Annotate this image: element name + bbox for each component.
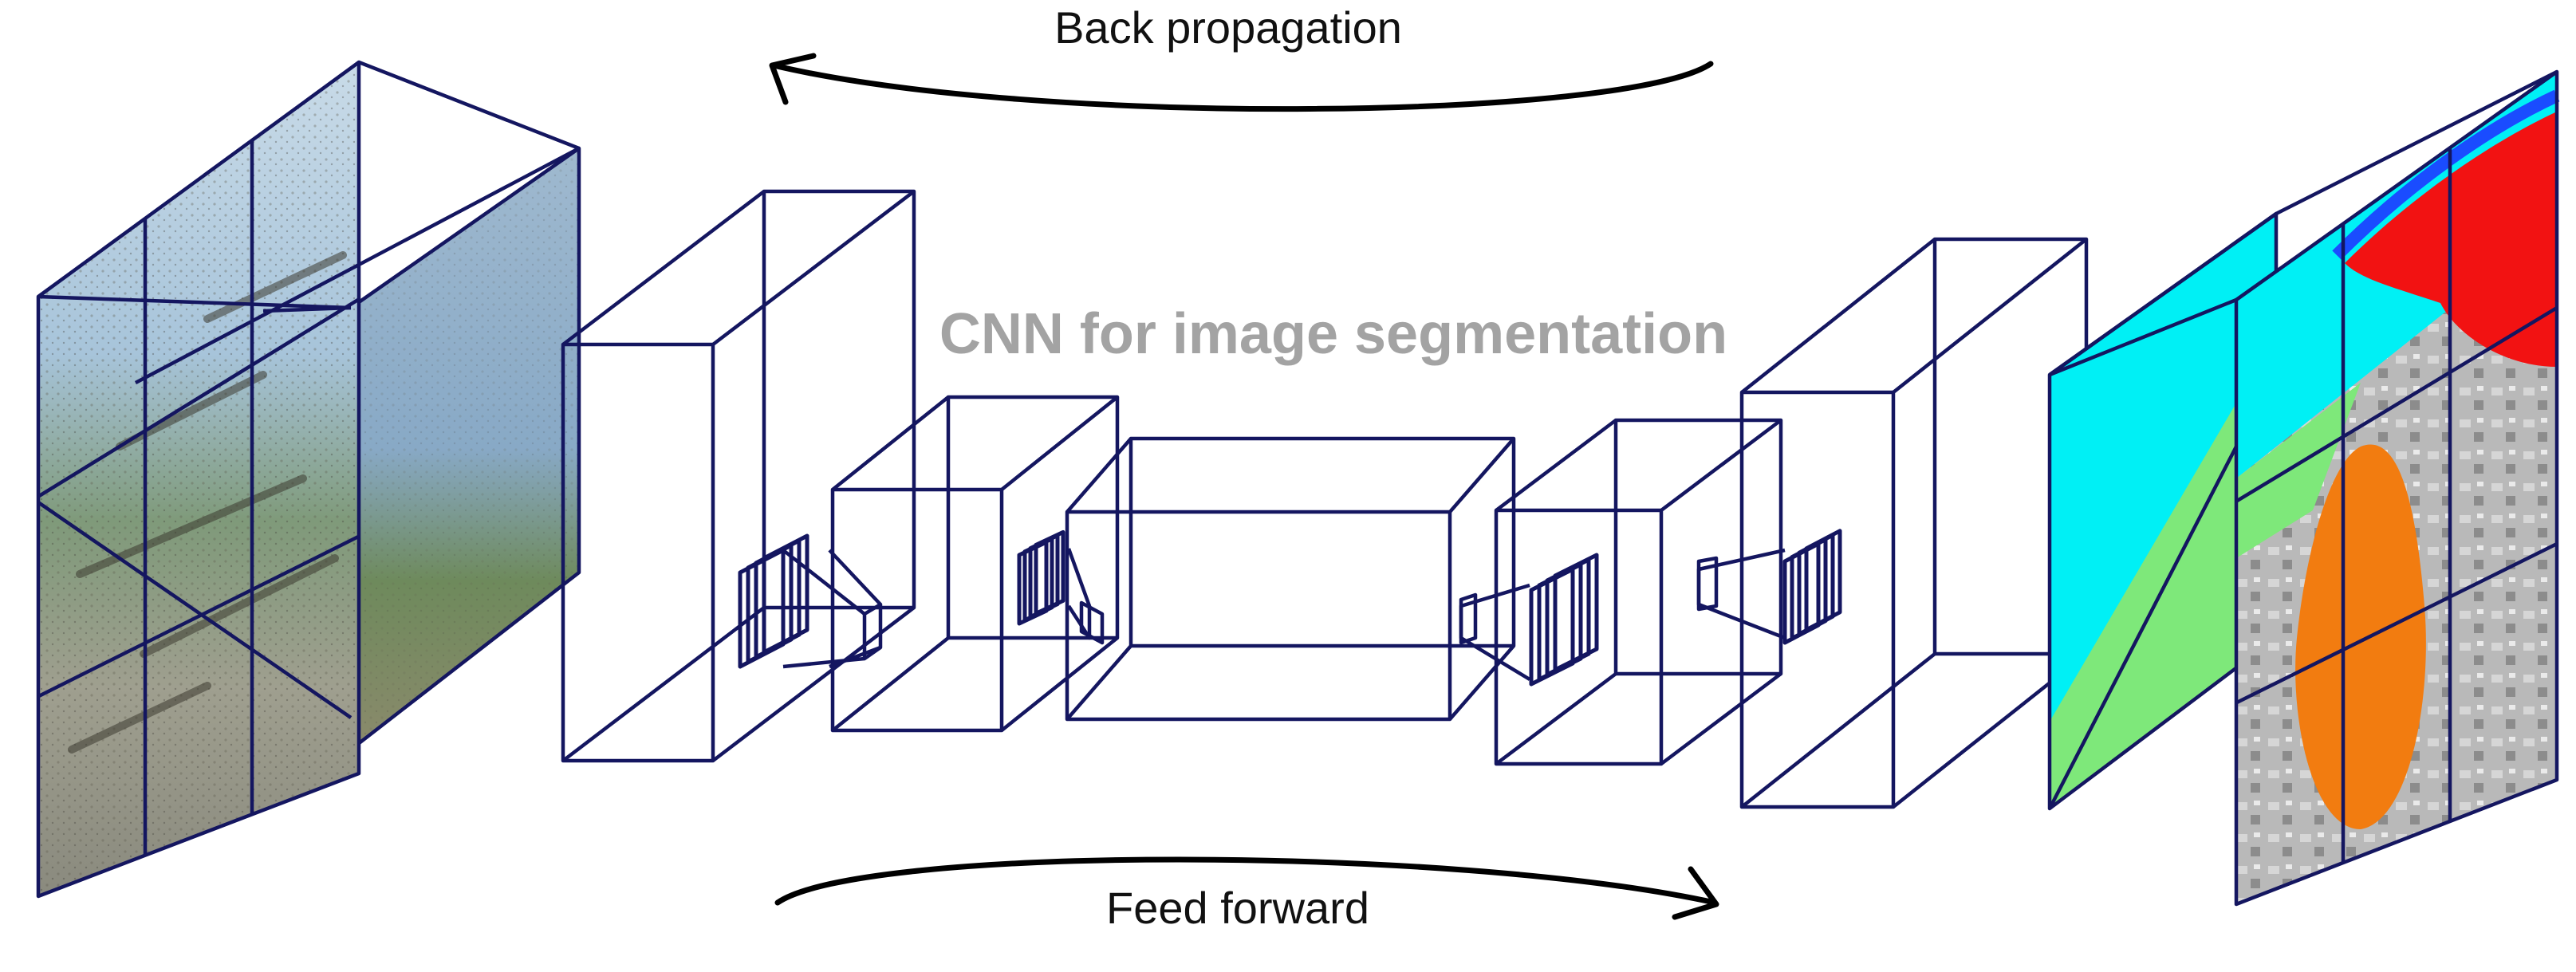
input-back-texture: [351, 148, 579, 750]
output-projection-line: [2275, 69, 2558, 216]
kernel-2: [1017, 529, 1065, 626]
output-projection-line: [2048, 445, 2238, 810]
bottleneck-block-edge: [1448, 437, 1515, 514]
bottleneck-block-front-face: [1065, 510, 1452, 722]
kernel-4-target: [1696, 556, 1719, 612]
encoder-block-2-back-face: [946, 395, 1120, 640]
encoder-block-1-edge: [711, 190, 916, 346]
decoder-block-1-edge: [1495, 672, 1617, 765]
encoder-block-1-edge: [561, 606, 766, 762]
kernel-1-filter: [762, 533, 809, 655]
diagram-title: CNN for image segmentation: [939, 302, 1728, 366]
kernel-1: [738, 533, 809, 669]
input-gridline-h: [37, 297, 360, 498]
bottleneck-block-back-face: [1128, 436, 1516, 648]
encoder-block-2-edge: [1000, 395, 1119, 491]
decoder-block-1-edge: [1660, 419, 1782, 512]
feed-forward-arrowhead: [1672, 866, 1719, 920]
decoder-block-1-back-face: [1613, 418, 1783, 676]
encoder-block-2: [830, 395, 1120, 733]
encoder-block-1-edge: [711, 606, 916, 762]
kernel-1-projection-line: [828, 549, 882, 606]
encoder-block-1: [561, 189, 916, 763]
input-image-stack: [36, 60, 581, 899]
input-projection-line: [262, 305, 352, 313]
kernel-2-projection: [1066, 548, 1092, 640]
feed-forward-label: Feed forward: [1106, 883, 1369, 933]
seaweed-streak: [203, 251, 347, 323]
output-green-region: [2236, 383, 2361, 558]
kernel-3: [1529, 553, 1599, 687]
decoder-block-2-edge: [1740, 238, 1936, 394]
feed-forward-arrow: [774, 856, 1718, 906]
decoder-block-1: [1494, 418, 1783, 766]
input-front-texture: [38, 62, 359, 896]
kernel-3-projection-line: [1459, 636, 1531, 681]
kernel-1-projection: [782, 549, 883, 669]
kernel-4-filter: [1804, 529, 1842, 632]
kernel-4-projection-line: [1698, 548, 1786, 572]
seaweed-streak: [140, 554, 339, 658]
bottleneck-block-edge: [1065, 437, 1132, 514]
output-projection-line: [2049, 297, 2237, 377]
decoder-block-2: [1739, 237, 2089, 809]
input-gridline-h: [37, 534, 360, 699]
decoder-block-1-edge: [1660, 672, 1782, 765]
kernel-4-projection-line: [1698, 602, 1786, 640]
input-projection-line: [37, 294, 352, 310]
decoder-block-2-edge: [1892, 238, 2088, 394]
bottleneck-block-edge: [1065, 644, 1132, 721]
back-propagation-label: Back propagation: [1054, 2, 1402, 53]
kernel-3-filter: [1553, 553, 1599, 672]
input-projection-line: [358, 60, 580, 151]
output-gridline-h: [2235, 306, 2558, 503]
seaweed-streak: [68, 682, 211, 754]
output-orange-region: [2295, 444, 2426, 829]
decoder-block-2-edge: [1740, 652, 1936, 809]
decoder-block-1-edge: [1495, 419, 1617, 512]
output-segmentation-stack: [2047, 69, 2560, 907]
kernel-3-projection-line: [1460, 583, 1530, 608]
back-propagation-arrow: [770, 61, 1714, 112]
kernel-4: [1782, 529, 1842, 645]
kernel-1-projection-target: [862, 602, 883, 661]
input-projection-line: [37, 501, 353, 719]
encoder-block-2-edge: [1000, 636, 1119, 732]
encoder-block-2-edge: [831, 395, 950, 491]
output-gridline-h: [2235, 541, 2558, 705]
kernel-1-projection-line: [829, 645, 881, 669]
bottleneck-block: [1065, 436, 1516, 722]
kernel-1-projection-line: [782, 549, 866, 616]
bottleneck-block-edge: [1448, 644, 1515, 721]
back-propagation-arrowhead: [769, 53, 817, 105]
output-projection-line: [2048, 212, 2278, 376]
encoder-block-1-front-face: [561, 342, 715, 763]
input-projection-line: [134, 147, 581, 384]
output-blue-band: [2332, 89, 2560, 260]
kernel-3-target: [1459, 592, 1478, 645]
encoder-block-1-edge: [561, 190, 766, 346]
encoder-block-2-edge: [831, 636, 950, 732]
kernel-2-target: [1079, 600, 1105, 645]
kernel-2-filter: [1034, 529, 1065, 616]
kernel-1-projection-line: [782, 656, 865, 669]
output-back-green-region: [2050, 335, 2276, 809]
kernel-2-projection-line: [1066, 548, 1092, 607]
